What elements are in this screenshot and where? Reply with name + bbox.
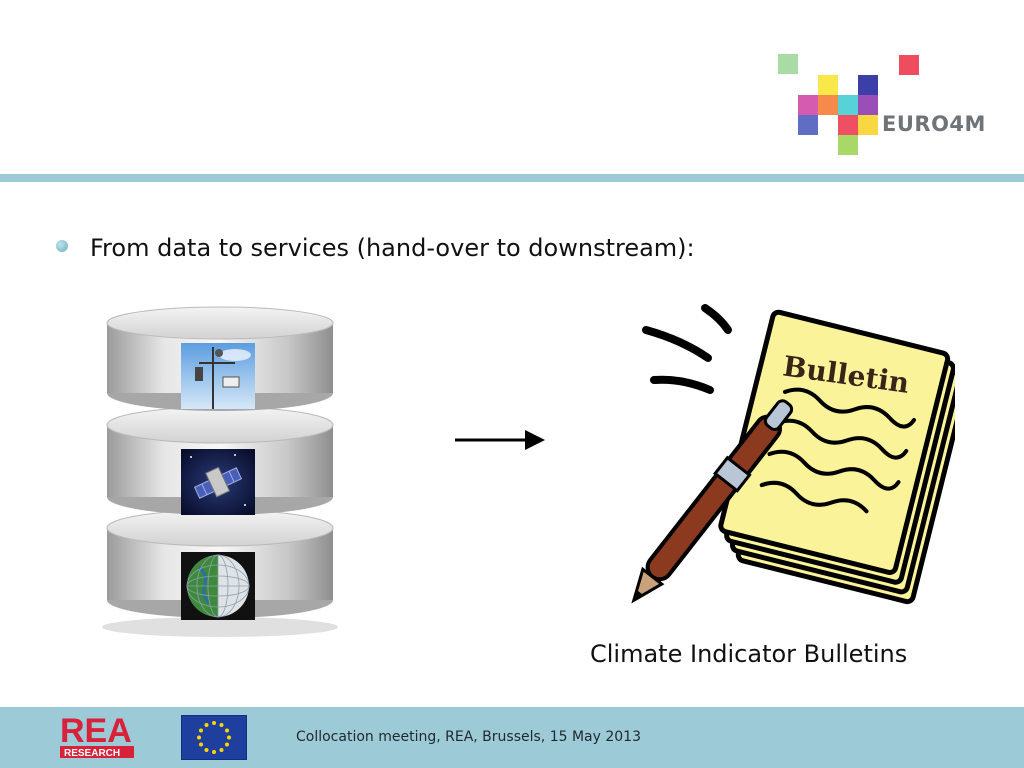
logo-square bbox=[899, 55, 919, 75]
logo-square bbox=[778, 54, 798, 74]
weather-station-icon bbox=[181, 343, 255, 409]
bullet-icon bbox=[56, 240, 68, 252]
svg-text:RESEARCH: RESEARCH bbox=[64, 748, 120, 759]
globe-grid-icon bbox=[181, 552, 255, 620]
logo-square bbox=[838, 135, 858, 155]
right-arrow-icon bbox=[455, 430, 545, 450]
bulletin-notepad-illustration: Bulletin bbox=[631, 304, 955, 605]
logo-square bbox=[798, 95, 818, 115]
logo-square bbox=[818, 75, 838, 95]
eu-stars bbox=[197, 721, 231, 754]
logo-square bbox=[798, 115, 818, 135]
motion-lines-icon bbox=[642, 304, 732, 394]
footer-text: Collocation meeting, REA, Brussels, 15 M… bbox=[296, 729, 641, 745]
pen-icon bbox=[631, 399, 794, 604]
logo-square bbox=[858, 75, 878, 95]
header-divider bbox=[0, 174, 1024, 182]
logo-square bbox=[838, 95, 858, 115]
svg-text:REA: REA bbox=[60, 712, 132, 750]
database-stack-illustration bbox=[102, 306, 338, 637]
figure-caption: Climate Indicator Bulletins bbox=[590, 640, 908, 668]
logo-square bbox=[838, 115, 858, 135]
eu-flag-icon bbox=[181, 715, 247, 760]
footer-bar bbox=[0, 707, 1024, 768]
logo-square bbox=[818, 95, 838, 115]
rea-logo: REA RESEARCH bbox=[60, 712, 134, 759]
logo-square bbox=[858, 95, 878, 115]
euro4m-logo bbox=[770, 48, 1010, 163]
satellite-icon bbox=[181, 449, 255, 515]
logo-wordmark: EURO4M bbox=[882, 112, 986, 136]
logo-square bbox=[858, 115, 878, 135]
bullet-text: From data to services (hand-over to down… bbox=[90, 234, 695, 262]
